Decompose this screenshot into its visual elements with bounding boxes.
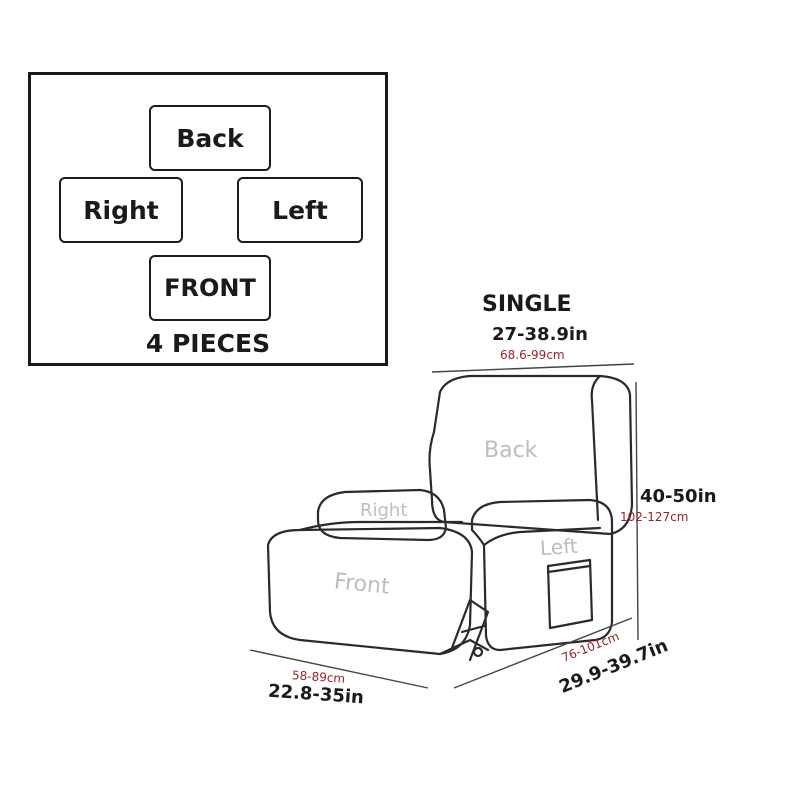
- backrest-side: [590, 374, 602, 522]
- front-dimension-line: [249, 649, 429, 689]
- pieces-legend: Back Right Left FRONT 4 PIECES: [28, 72, 388, 366]
- width-in-label: 27-38.9in: [492, 324, 588, 345]
- chair-label-back: Back: [484, 438, 538, 463]
- left-arm-top: [482, 526, 602, 547]
- chair-label-left: Left: [539, 533, 579, 561]
- depth-dimension-line: [453, 617, 633, 689]
- legend-piece-left: Left: [237, 177, 363, 243]
- footrest-outline: [266, 526, 474, 656]
- width-dimension-line: [431, 363, 635, 373]
- legend-piece-back: Back: [149, 105, 271, 171]
- pieces-count: 4 PIECES: [145, 329, 271, 358]
- legend-piece-right: Right: [59, 177, 183, 243]
- model-label: SINGLE: [482, 292, 572, 317]
- height-in-label: 40-50in: [640, 486, 717, 507]
- width-cm-label: 68.6-99cm: [500, 348, 565, 362]
- backrest-outline: [428, 374, 634, 536]
- height-dimension-line: [635, 381, 639, 641]
- height-cm-label: 102-127cm: [620, 510, 689, 524]
- recline-mechanism: [438, 598, 490, 662]
- legend-piece-front: FRONT: [149, 255, 271, 321]
- chair-label-right: Right: [360, 500, 408, 521]
- left-arm-outline: [470, 498, 614, 652]
- side-pocket: [546, 558, 594, 630]
